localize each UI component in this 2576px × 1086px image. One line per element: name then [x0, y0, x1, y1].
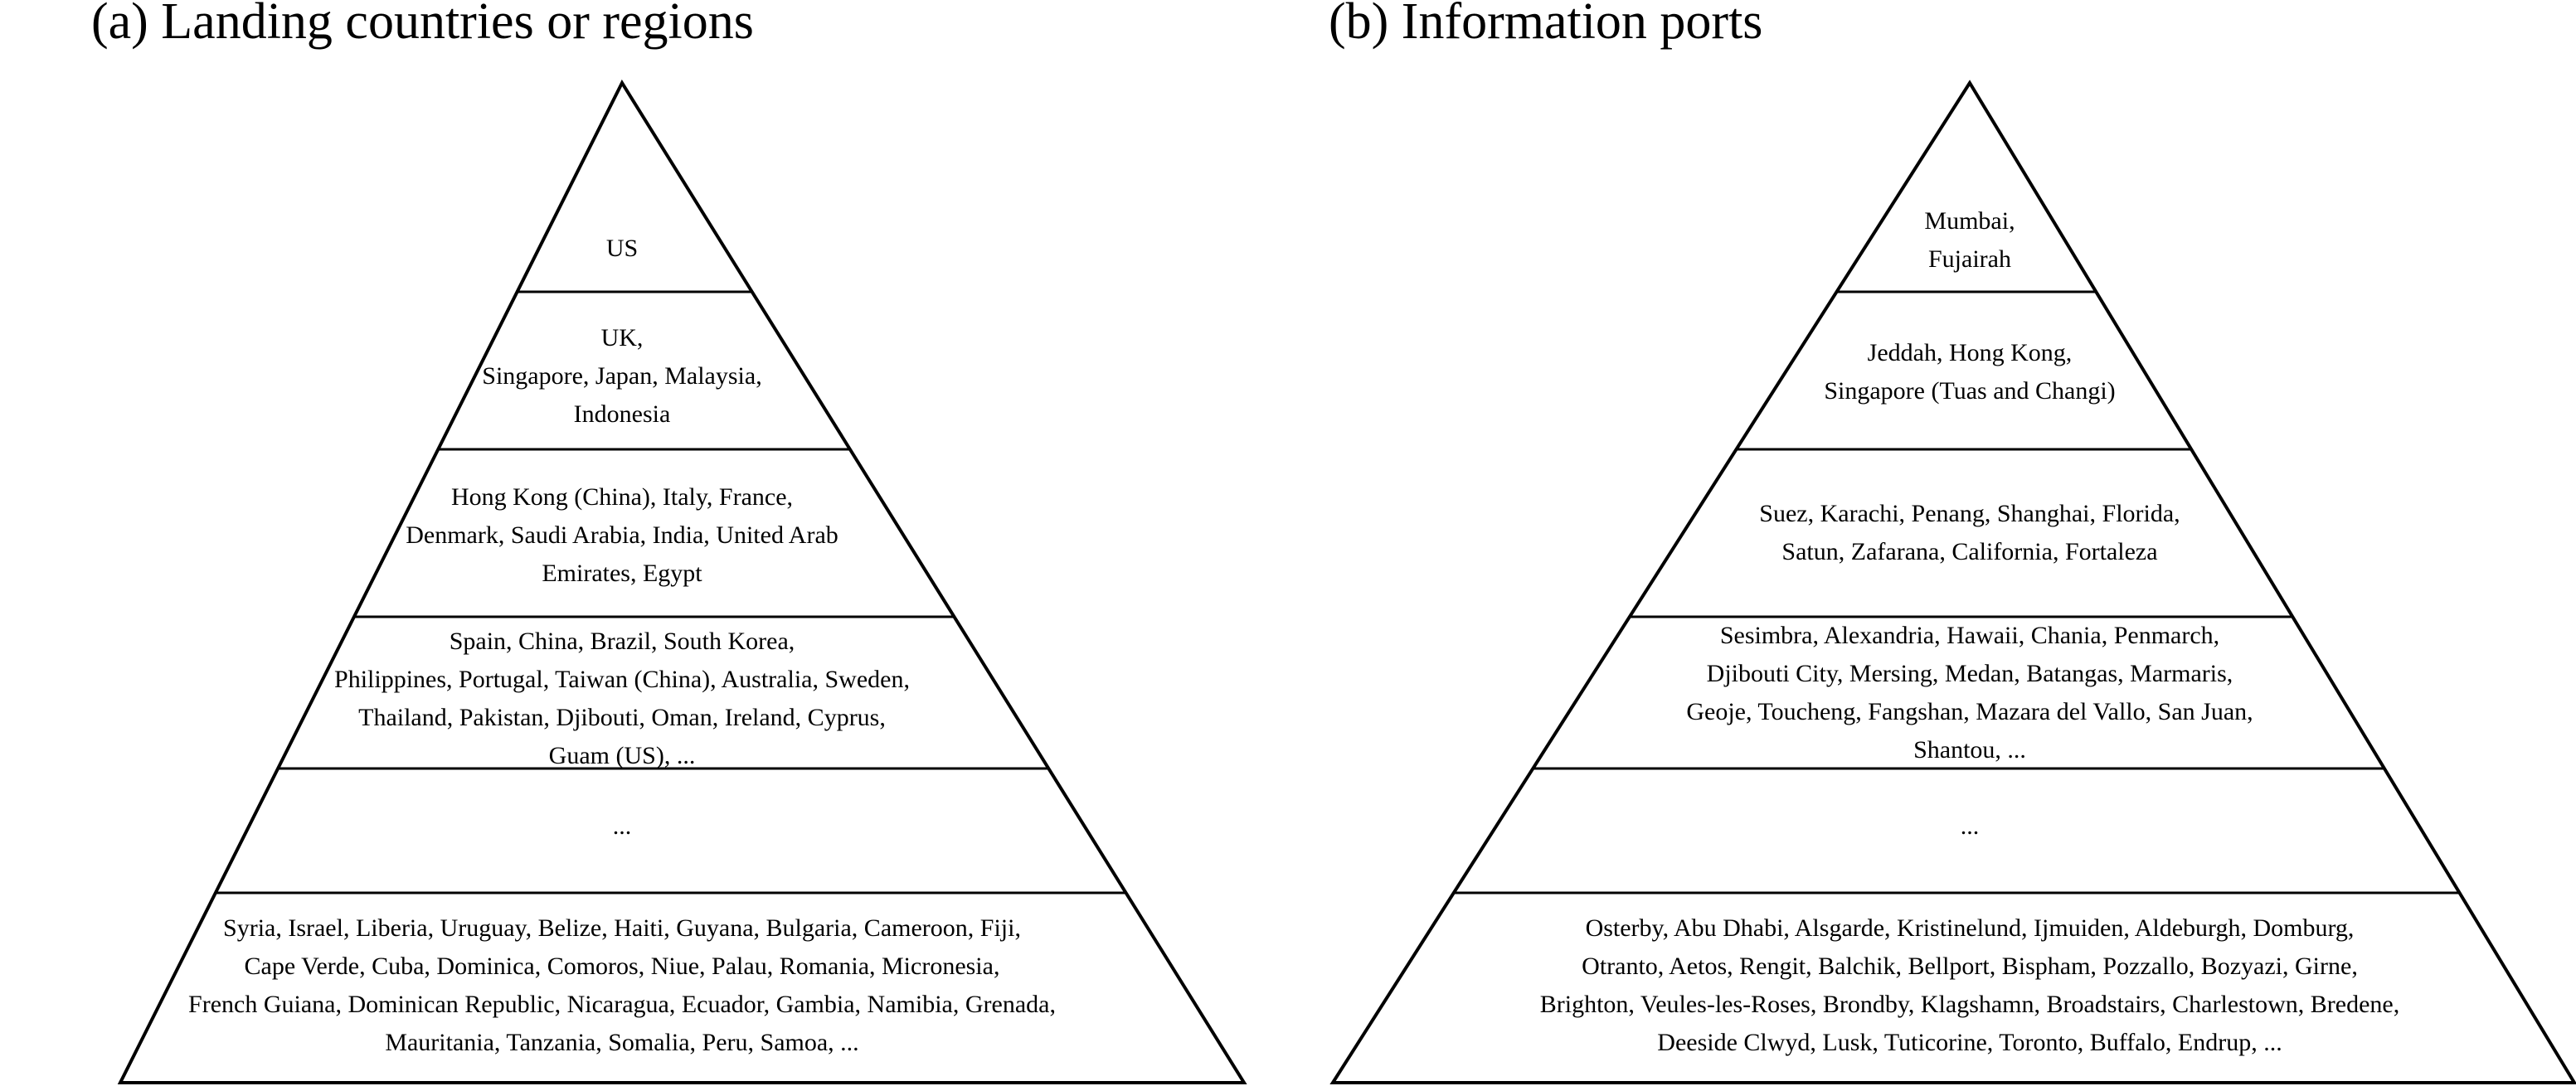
tier-label-line: Singapore (Tuas and Changi) [1824, 377, 2115, 405]
pyramid-outline-a [117, 79, 1247, 1084]
tier-label: Sesimbra, Alexandria, Hawaii, Chania, Pe… [1686, 622, 2253, 764]
tier-label-line: Philippines, Portugal, Taiwan (China), A… [334, 666, 910, 693]
tier-label: UK, Singapore, Japan, Malaysia, Indonesia [482, 324, 761, 428]
panel-title-a: (a) Landing countries or regions [91, 0, 754, 50]
tier-label-line: Singapore, Japan, Malaysia, [482, 362, 761, 390]
tier-label-line: Hong Kong (China), Italy, France, [451, 483, 793, 511]
tier-label-line: UK, [601, 324, 644, 351]
tier-label-line: Satun, Zafarana, California, Fortaleza [1781, 538, 2157, 565]
tier-label-line: Indonesia [574, 400, 671, 428]
tier-label: Spain, China, Brazil, South Korea, Philip… [334, 628, 910, 769]
pyramid-outline-b [1329, 80, 2576, 1084]
tier-label: Jeddah, Hong Kong, Singapore (Tuas and Ch… [1824, 339, 2115, 405]
tier-label-line: Denmark, Saudi Arabia, India, United Ara… [406, 521, 838, 549]
tier-label: Osterby, Abu Dhabi, Alsgarde, Kristinelu… [1540, 914, 2400, 1056]
tier-label-line: Spain, China, Brazil, South Korea, [450, 628, 795, 655]
tier-label-line: Brighton, Veules-les-Roses, Brondby, Kla… [1540, 991, 2400, 1018]
tier-label-line: French Guiana, Dominican Republic, Nicar… [188, 991, 1056, 1018]
tier-label-line: Osterby, Abu Dhabi, Alsgarde, Kristinelu… [1586, 914, 2355, 942]
tier-label-line: ... [1961, 812, 1980, 840]
tier-label: Syria, Israel, Liberia, Uruguay, Belize,… [188, 914, 1056, 1056]
tier-label-line: Syria, Israel, Liberia, Uruguay, Belize,… [223, 914, 1021, 942]
tier-label-line: Geoje, Toucheng, Fangshan, Mazara del Va… [1686, 698, 2253, 725]
tier-label: ... [1961, 812, 1980, 840]
tier-label: Hong Kong (China), Italy, France, Denmark… [406, 483, 838, 587]
tier-dividers-b [1453, 290, 2460, 894]
tier-labels-a: US UK, Singapore, Japan, Malaysia, Indonesi… [188, 235, 1056, 1056]
tier-dividers-a [215, 290, 1126, 894]
tier-label-line: Emirates, Egypt [542, 560, 702, 587]
tier-label-line: Mumbai, [1924, 207, 2015, 235]
panel-title-b: (b) Information ports [1329, 0, 1762, 50]
tier-label-line: Cape Verde, Cuba, Dominica, Comoros, Niu… [245, 953, 1000, 980]
tier-label-line: Mauritania, Tanzania, Somalia, Peru, Sam… [385, 1029, 858, 1056]
tier-label-line: Deeside Clwyd, Lusk, Tuticorine, Toronto… [1657, 1029, 2282, 1056]
tier-label: Suez, Karachi, Penang, Shanghai, Florida… [1759, 500, 2180, 565]
tier-label-line: US [606, 235, 638, 262]
tier-label-line: Djibouti City, Mersing, Medan, Batangas,… [1707, 660, 2233, 687]
tier-label: Mumbai, Fujairah [1924, 207, 2015, 273]
panel-information-ports: (b) Information ports Mumbai, FujairahJed… [1329, 0, 2576, 1084]
tier-label-line: Jeddah, Hong Kong, [1868, 339, 2073, 366]
tier-label: ... [613, 812, 632, 840]
tier-label-line: Fujairah [1928, 245, 2011, 273]
tier-label: US [606, 235, 638, 262]
tier-label-line: Guam (US), ... [549, 742, 696, 769]
tier-label-line: Suez, Karachi, Penang, Shanghai, Florida… [1759, 500, 2180, 527]
tier-label-line: Thailand, Pakistan, Djibouti, Oman, Irel… [358, 704, 886, 731]
panel-landing-countries: (a) Landing countries or regions US UK, Si… [91, 0, 1247, 1084]
tier-label-line: Sesimbra, Alexandria, Hawaii, Chania, Pe… [1720, 622, 2219, 649]
tier-label-line: Shantou, ... [1913, 736, 2026, 764]
tier-label-line: Otranto, Aetos, Rengit, Balchik, Bellpor… [1582, 953, 2358, 980]
tier-label-line: ... [613, 812, 632, 840]
